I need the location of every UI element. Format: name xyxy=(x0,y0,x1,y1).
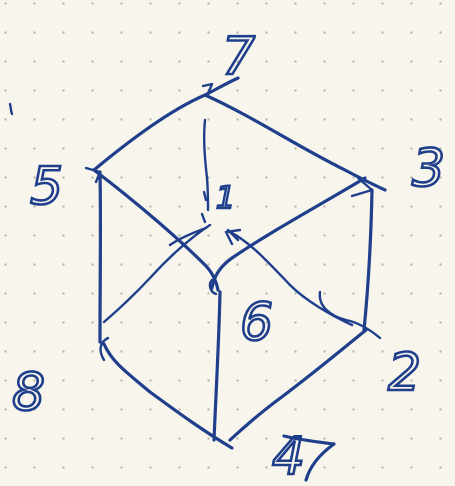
label-upper-left: 5 xyxy=(30,157,63,217)
arrow-tip-5 xyxy=(86,168,100,182)
vertex-labels: 7 3 5 1 6 2 8 4 xyxy=(12,27,445,486)
label-hidden-center: 1 xyxy=(216,181,235,216)
dash-center xyxy=(202,192,206,222)
cube-edges xyxy=(10,78,385,480)
hook-2 xyxy=(320,292,380,338)
edge-3-2 xyxy=(364,190,372,330)
edge-7-3 xyxy=(205,95,385,190)
tick-left-edge xyxy=(10,104,12,114)
hidden-edge-1-8 xyxy=(104,225,210,322)
edge-6-4 xyxy=(214,292,220,440)
label-lower-right: 2 xyxy=(388,343,421,403)
label-upper-right: 3 xyxy=(412,139,445,199)
label-bottom: 4 xyxy=(272,427,305,486)
label-lower-left: 8 xyxy=(12,363,45,423)
label-front-center: 6 xyxy=(240,293,273,353)
edge-5-7 xyxy=(94,78,238,170)
label-top: 7 xyxy=(222,27,255,87)
